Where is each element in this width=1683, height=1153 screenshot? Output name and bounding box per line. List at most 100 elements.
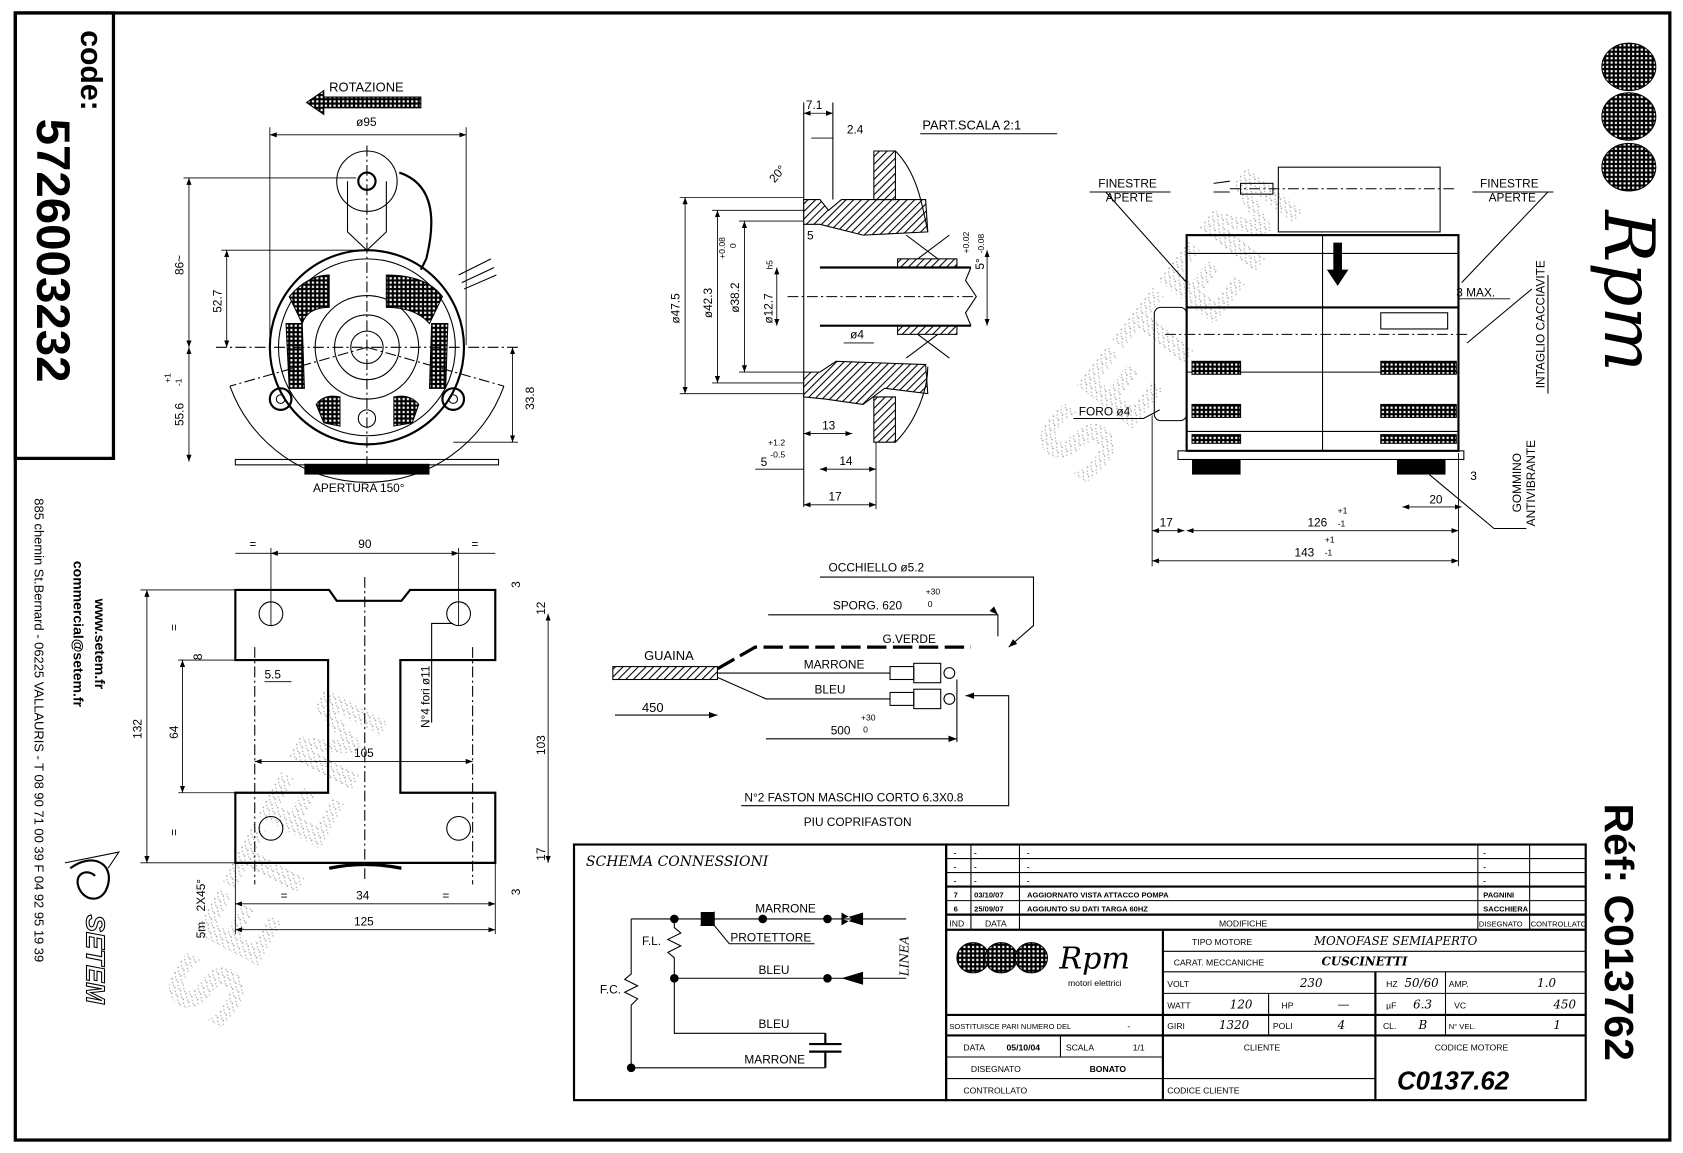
dim-17: 17: [829, 489, 842, 503]
rpm-logo: Rpm: [1588, 208, 1668, 372]
reference-code: Réf: C013762: [1596, 804, 1642, 1061]
tol-plus: +1: [1338, 505, 1348, 515]
dim-diameter-4: ø4: [850, 328, 864, 342]
side-view: FINESTRE APERTE FINESTRE APERTE 3 MAX. I…: [1073, 166, 1554, 567]
screwdriver-slot-label: INTAGLIO CACCIAVITE: [1534, 260, 1548, 388]
dim-17: 17: [1160, 515, 1173, 529]
dim-125: 125: [354, 914, 374, 928]
client-code-label: CODICE CLIENTE: [1167, 1086, 1239, 1096]
wire-exit: [328, 862, 402, 870]
dim-34: 34: [356, 889, 370, 903]
faston-connector: [889, 662, 956, 684]
faston-connector: [889, 688, 956, 710]
revision-text: AGGIORNATO VISTA ATTACCO POMPA: [1027, 890, 1169, 899]
wiring-view: OCCHIELLO ø5.2 SPORG. 620 +30 0 GUAINA G…: [612, 561, 1035, 829]
dim-5-5: 5.5: [264, 667, 281, 681]
tol-minus: -1: [1325, 547, 1333, 557]
revision-ind: -: [954, 848, 957, 857]
hp-value: —: [1338, 997, 1350, 1011]
dim-angle-20: 20°: [766, 162, 788, 185]
uf-value: 6.3: [1413, 997, 1432, 1011]
brown-label: MARRONE: [755, 901, 816, 915]
volt-label: VOLT: [1167, 979, 1190, 989]
email-link[interactable]: commercial@setem.fr: [71, 561, 87, 708]
motor-type-value: MONOFASE SEMIAPERTO: [1313, 934, 1478, 948]
drawn-value: BONATO: [1090, 1064, 1127, 1074]
code-label: code:: [74, 30, 107, 111]
revision-drawn: PAGNINI: [1483, 890, 1514, 899]
rpm-coil-logo-icon: [1601, 42, 1657, 192]
direction-arrow-icon: [1326, 242, 1349, 286]
opening-angle-label: APERTURA 150°: [313, 481, 405, 495]
section-view: PART.SCALA 2:1 7.1 2.4 20° ø47.5 ø42.3 ø…: [669, 98, 1058, 510]
website-link[interactable]: www.setem.fr: [92, 598, 108, 690]
revision-date: 03/10/07: [974, 890, 1003, 899]
header-date: DATA: [985, 918, 1007, 928]
header-ind: IND: [949, 918, 964, 928]
dim-5m: 5m: [194, 922, 208, 939]
dim-126: 126: [1307, 515, 1327, 529]
company-logo: Rpm: [1058, 942, 1130, 977]
dim-7-1: 7.1: [806, 98, 823, 112]
blue-label-lower: BLEU: [758, 1017, 789, 1031]
dim-diameter-38-2: ø38.2: [728, 282, 742, 312]
rotation-arrow-icon: [305, 89, 422, 116]
tol-minus: 0: [728, 243, 738, 248]
class-value: B: [1418, 1018, 1428, 1032]
revision-drawn: -: [1483, 848, 1486, 857]
sidebar: code: 5726003232 www.setem.fr commercial…: [13, 11, 121, 1006]
windows-label-left: APERTE: [1106, 191, 1153, 205]
hz-label: HZ: [1386, 979, 1397, 989]
right-panel: Rpm Réf: C013762: [1588, 42, 1668, 1061]
revision-row: ----: [954, 848, 1487, 857]
amp-label: AMP.: [1449, 979, 1469, 989]
tol-minus: -0.08: [976, 234, 986, 254]
revision-text: -: [1027, 876, 1030, 885]
rpm-label: GIRI: [1167, 1021, 1185, 1031]
hole-label: FORO ø4: [1079, 404, 1131, 418]
dim-500: 500: [831, 724, 851, 738]
holes-label: N°4 fori ø11: [418, 665, 432, 728]
vc-value: 450: [1552, 997, 1576, 1011]
class-label: CL.: [1383, 1021, 1396, 1031]
tol-plus: +30: [926, 586, 941, 596]
equal-mark: =: [167, 624, 181, 631]
dim-13: 13: [822, 418, 836, 432]
revision-date: -: [974, 876, 977, 885]
revision-drawn: SACCHIERA: [1483, 904, 1528, 913]
eyelet-label: OCCHIELLO ø5.2: [829, 561, 925, 575]
dim-17-bottom: 17: [534, 848, 548, 861]
fc-label: F.C.: [600, 982, 621, 996]
front-view: ROTAZIONE ø95 86~ 52.7: [163, 80, 537, 495]
mech-value: CUSCINETTI: [1321, 954, 1407, 968]
revision-ind: 6: [954, 904, 958, 913]
watt-label: WATT: [1167, 1000, 1191, 1010]
tol-zero: 0: [863, 724, 868, 734]
dim-diameter-47-5: ø47.5: [669, 293, 683, 324]
tol-plus: +1: [163, 373, 173, 383]
revision-row: ----: [954, 862, 1487, 871]
setem-brand: SETEM: [80, 915, 108, 1006]
equal-mark: =: [249, 537, 256, 551]
uf-label: µF: [1386, 1000, 1396, 1010]
equal-mark: =: [281, 889, 288, 903]
fit-h5: h5: [764, 260, 774, 270]
dim-33-8: 33.8: [523, 386, 537, 409]
dim-55-6: 55.6: [173, 403, 187, 426]
dim-450: 450: [642, 700, 664, 715]
company-subtitle: motori elettrici: [1068, 978, 1122, 988]
blue-label: BLEU: [758, 963, 789, 977]
windows-label-left: FINESTRE: [1098, 177, 1157, 191]
header-drawn: DISEGNATO: [1479, 919, 1523, 928]
date-label: DATA: [963, 1043, 985, 1053]
max-3-label: 3 MAX.: [1456, 286, 1495, 300]
hp-label: HP: [1282, 1000, 1294, 1010]
dim-14: 14: [839, 454, 853, 468]
checked-label: CONTROLLATO: [963, 1086, 1027, 1096]
detail-scale-label: PART.SCALA 2:1: [922, 117, 1021, 132]
dim-2-4: 2.4: [847, 123, 864, 137]
header-changes: MODIFICHE: [1219, 918, 1268, 928]
equal-mark: =: [442, 889, 449, 903]
